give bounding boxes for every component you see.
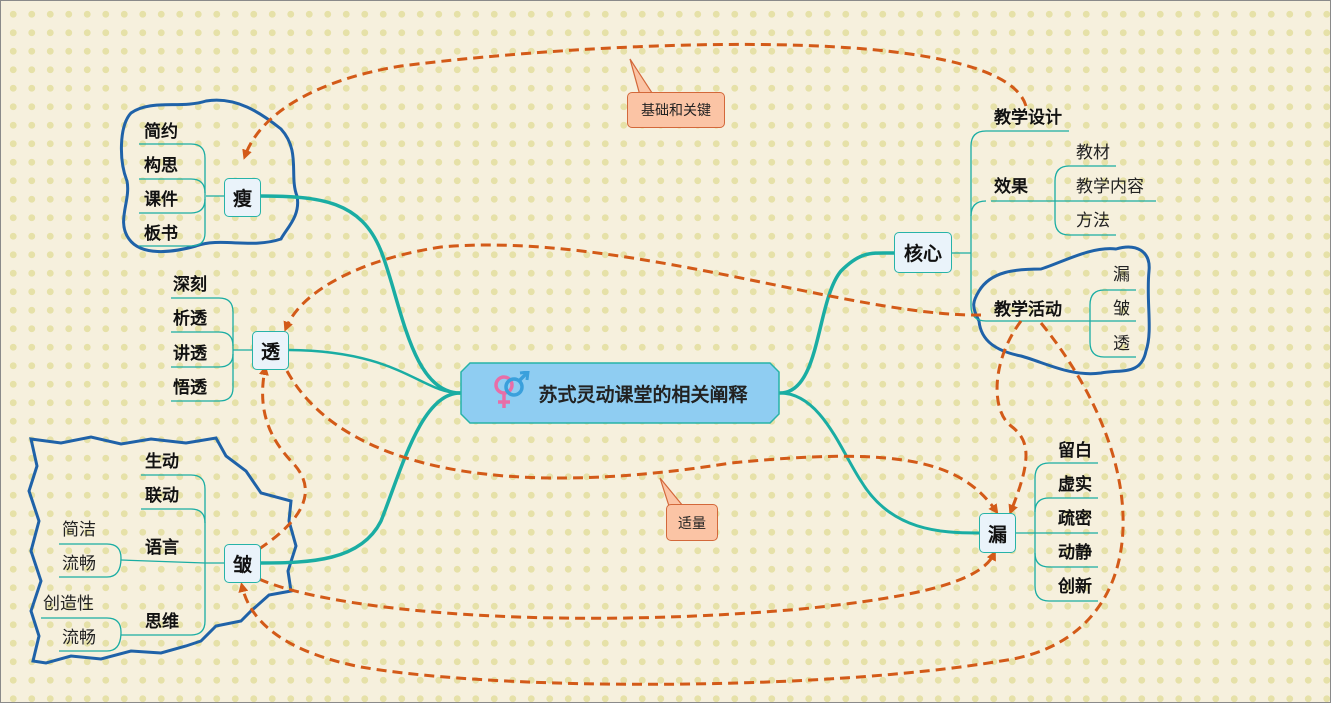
relationship-huodong-zhou [238,322,1125,686]
callout-shiliang[interactable]: 适量 [666,504,718,541]
subtopic-fangfa[interactable]: 方法 [1076,211,1110,231]
subtopic-jiaoxue-huodong[interactable]: 教学活动 [994,300,1062,320]
subtopic-huodong-tou[interactable]: 透 [1113,334,1130,354]
relationship-huodong-lou [995,320,1028,515]
subtopic-xiaoguo[interactable]: 效果 [994,177,1028,197]
subtopic-shenke[interactable]: 深刻 [173,275,207,295]
subtopic-siwei[interactable]: 思维 [145,612,179,632]
boundary-shou [119,98,300,254]
relationship-jiaoxuesheji-shou [242,42,1028,160]
subtopic-liandong[interactable]: 联动 [145,486,179,506]
subtopic-xitou[interactable]: 析透 [173,309,207,329]
branch-hexin [778,251,896,395]
branch-lou [778,391,981,535]
topic-zhou[interactable]: 皱 [224,544,261,583]
relationship-zhou-lou [258,550,996,620]
subtopic-jianyue[interactable]: 简约 [144,122,178,142]
branch-shou [257,194,462,395]
subtopic-kejian[interactable]: 课件 [144,190,178,210]
topic-shou[interactable]: 瘦 [224,178,261,217]
topic-lou[interactable]: 漏 [979,513,1016,553]
boundary-jiaoxue-huodong [972,245,1151,376]
subtopic-jianjie[interactable]: 简洁 [62,520,96,540]
subtopic-huodong-lou[interactable]: 漏 [1113,265,1130,285]
boundary-zhou [27,435,298,665]
subtopic-dongjing[interactable]: 动静 [1058,543,1092,563]
subtopic-jiaocai[interactable]: 教材 [1076,143,1110,163]
subtopic-shengdong[interactable]: 生动 [145,452,179,472]
central-topic[interactable]: 苏式灵动课堂的相关阐释 [460,362,780,424]
subtopic-jiaoxue-sheji[interactable]: 教学设计 [994,108,1062,128]
branch-tou [287,348,462,395]
subtopic-wutou[interactable]: 悟透 [173,378,207,398]
central-topic-shape [460,362,780,424]
relationship-zhou-tou [258,365,307,551]
subtopic-chuangzaoxing[interactable]: 创造性 [43,594,94,614]
subtopic-chuangxin[interactable]: 创新 [1058,577,1092,597]
subtopic-liuchang-1[interactable]: 流畅 [62,554,96,574]
branch-zhou [257,391,462,565]
subtopic-huodong-zhou[interactable]: 皱 [1113,299,1130,319]
relationship-tou-lou [285,370,999,515]
subtopic-xushi[interactable]: 虚实 [1058,475,1092,495]
subtopic-banshu[interactable]: 板书 [144,224,178,244]
subtopic-liuchang-2[interactable]: 流畅 [62,628,96,648]
relationship-huodong-tou [283,243,982,332]
topic-tou[interactable]: 透 [252,331,289,370]
subtopic-shumi[interactable]: 疏密 [1058,509,1092,529]
central-topic-title: 苏式灵动课堂的相关阐释 [538,383,748,406]
subtopic-jiaoxue-neirong[interactable]: 教学内容 [1076,177,1144,197]
subtopic-gousi[interactable]: 构思 [144,156,178,176]
subtopic-liubai[interactable]: 留白 [1058,441,1092,461]
subtopic-yuyan[interactable]: 语言 [145,538,179,558]
callout-jichu-he-guanjian[interactable]: 基础和关键 [627,92,725,128]
gender-male-female-icon [492,369,531,416]
topic-hexin[interactable]: 核心 [894,232,952,273]
subtopic-jiangtou[interactable]: 讲透 [173,344,207,364]
